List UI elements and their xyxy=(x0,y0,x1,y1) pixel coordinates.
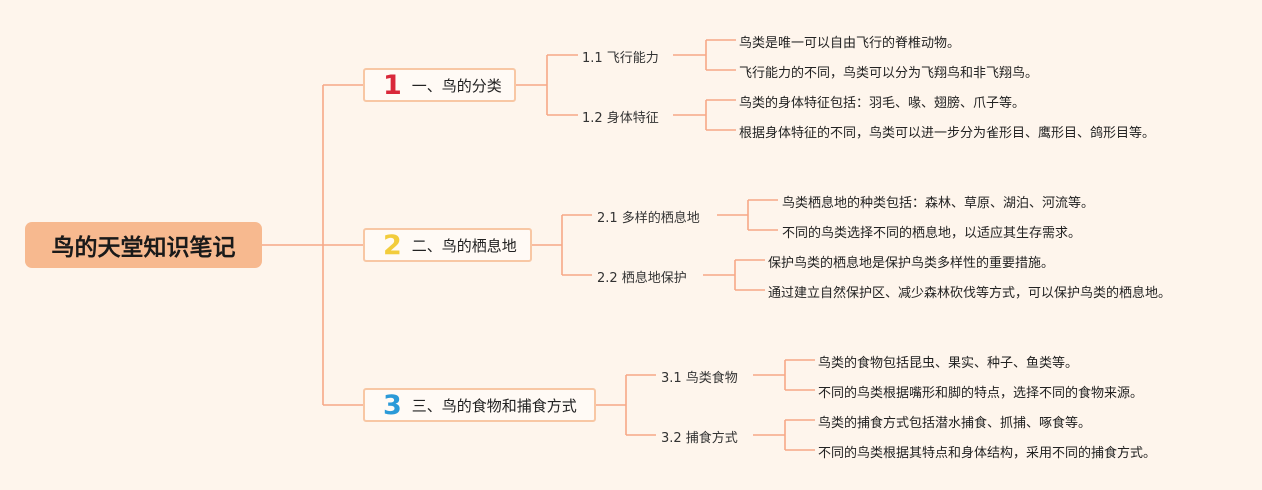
branch-label: 三、鸟的食物和捕食方式 xyxy=(411,396,577,415)
leaf-note[interactable]: 不同的鸟类选择不同的栖息地，以适应其生存需求。 xyxy=(782,226,1082,241)
leaf-note[interactable]: 鸟类栖息地的种类包括：森林、草原、湖泊、河流等。 xyxy=(782,196,1095,211)
connector-sub-1-2 xyxy=(673,99,736,131)
subtopic-3-1[interactable]: 3.1 鸟类食物 xyxy=(661,371,738,386)
root-title: 鸟的天堂知识笔记 xyxy=(51,235,236,261)
leaf-note[interactable]: 鸟类的食物包括昆虫、果实、种子、鱼类等。 xyxy=(818,356,1079,371)
connector-sub-3-1 xyxy=(753,359,815,391)
connector-branch-3 xyxy=(596,374,656,436)
leaf-note[interactable]: 鸟类的身体特征包括：羽毛、喙、翅膀、爪子等。 xyxy=(739,96,1026,111)
leaf-note[interactable]: 鸟类的捕食方式包括潜水捕食、抓捕、啄食等。 xyxy=(818,416,1092,431)
leaf-note[interactable]: 通过建立自然保护区、减少森林砍伐等方式，可以保护鸟类的栖息地。 xyxy=(768,286,1172,301)
connector-branch-2 xyxy=(532,214,592,276)
branch-topic-2[interactable]: 2 二、鸟的栖息地 xyxy=(363,228,532,262)
branch-topic-1[interactable]: 1 一、鸟的分类 xyxy=(363,68,516,102)
number-2-icon: 2 xyxy=(383,229,402,261)
branch-label: 二、鸟的栖息地 xyxy=(411,236,517,255)
leaf-note[interactable]: 不同的鸟类根据嘴形和脚的特点，选择不同的食物来源。 xyxy=(818,386,1144,401)
connector-branch-1 xyxy=(516,54,578,116)
subtopic-2-2[interactable]: 2.2 栖息地保护 xyxy=(597,271,687,286)
branch-topic-3[interactable]: 3 三、鸟的食物和捕食方式 xyxy=(363,388,596,422)
leaf-note[interactable]: 不同的鸟类根据其特点和身体结构，采用不同的捕食方式。 xyxy=(818,446,1157,461)
subtopic-1-1[interactable]: 1.1 飞行能力 xyxy=(582,51,659,66)
subtopic-3-2[interactable]: 3.2 捕食方式 xyxy=(661,431,738,446)
number-3-icon: 3 xyxy=(383,389,402,421)
connector-sub-2-1 xyxy=(717,199,778,231)
root-topic[interactable]: 鸟的天堂知识笔记 xyxy=(25,222,262,268)
branch-label: 一、鸟的分类 xyxy=(411,76,502,95)
subtopic-1-2[interactable]: 1.2 身体特征 xyxy=(582,111,659,126)
number-1-icon: 1 xyxy=(383,69,402,101)
connector-sub-1-1 xyxy=(673,39,736,71)
subtopic-2-1[interactable]: 2.1 多样的栖息地 xyxy=(597,211,700,226)
connector-sub-3-2 xyxy=(753,419,815,451)
leaf-note[interactable]: 保护鸟类的栖息地是保护鸟类多样性的重要措施。 xyxy=(768,256,1055,271)
leaf-note[interactable]: 根据身体特征的不同，鸟类可以进一步分为雀形目、鹰形目、鸽形目等。 xyxy=(739,126,1156,141)
connector-sub-2-2 xyxy=(703,259,765,291)
leaf-note[interactable]: 飞行能力的不同，鸟类可以分为飞翔鸟和非飞翔鸟。 xyxy=(739,66,1039,81)
connector-root xyxy=(262,84,363,406)
leaf-note[interactable]: 鸟类是唯一可以自由飞行的脊椎动物。 xyxy=(739,36,961,51)
